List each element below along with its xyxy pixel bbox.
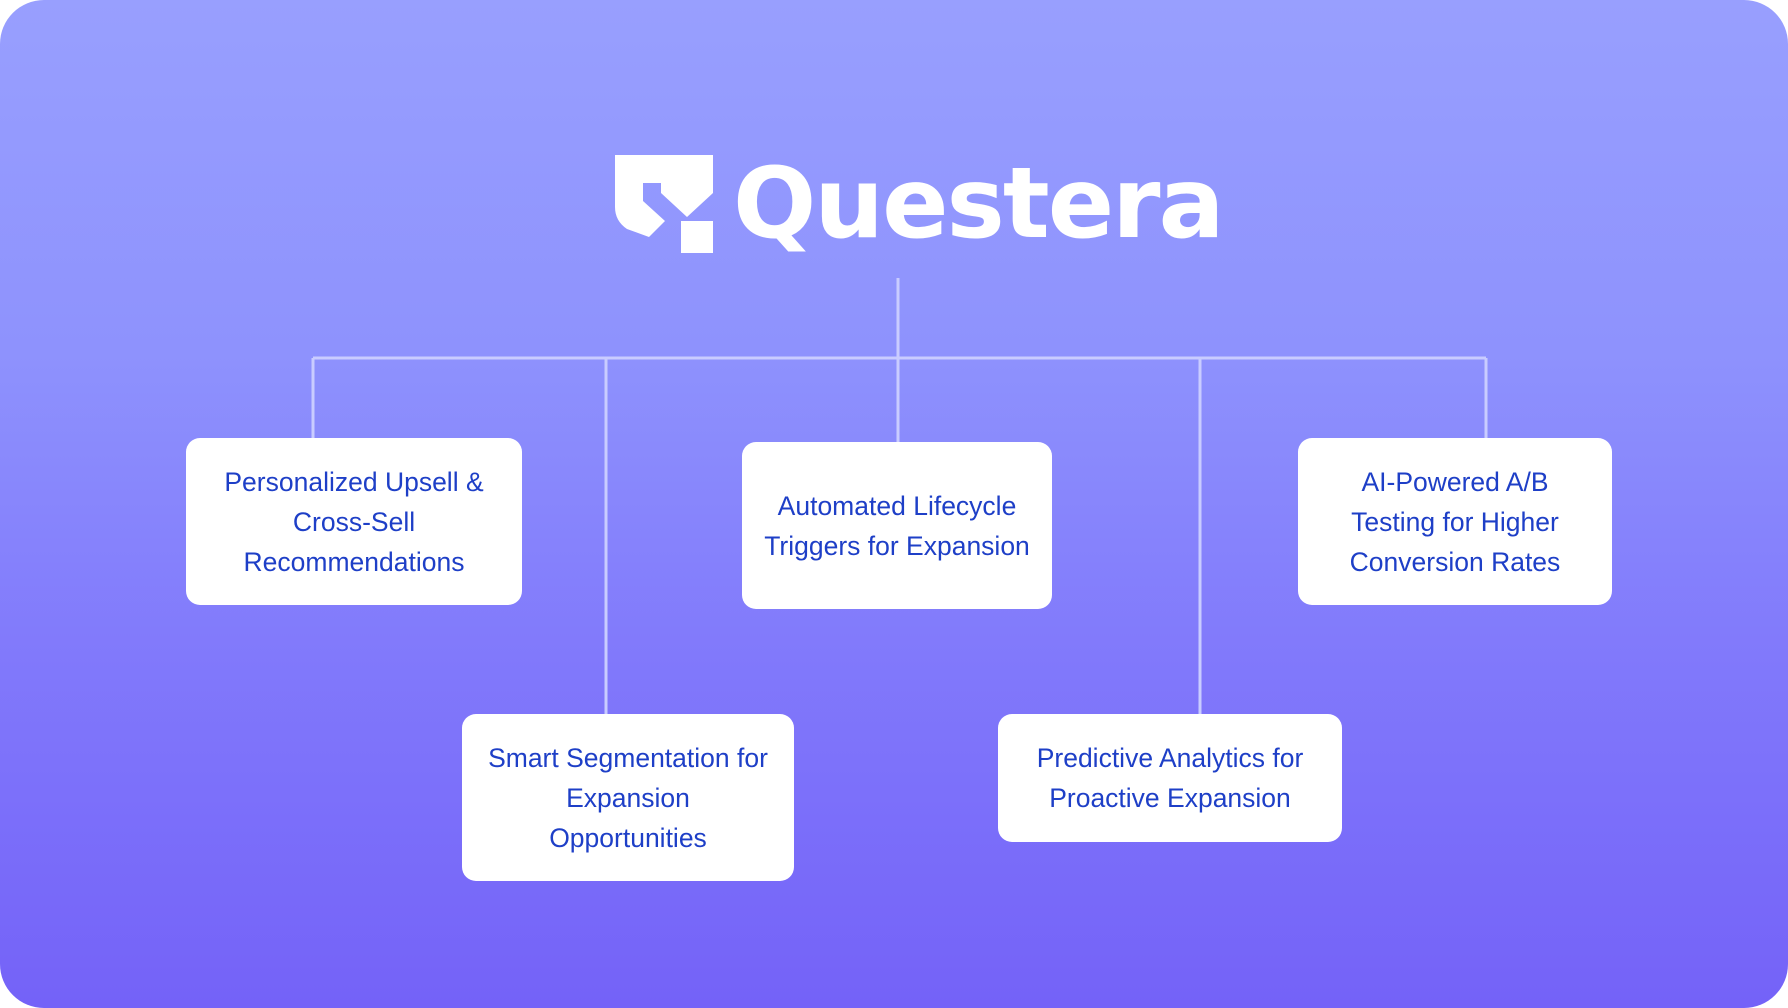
brand-name: Questera xyxy=(733,147,1225,261)
node-label: Predictive Analytics for Proactive Expan… xyxy=(1036,743,1304,813)
node-label: AI-Powered A/B Testing for Higher Conver… xyxy=(1349,466,1561,577)
node-segmentation: Smart Segmentation for Expansion Opportu… xyxy=(462,714,794,881)
node-upsell: Personalized Upsell & Cross-Sell Recomme… xyxy=(186,438,522,605)
brand-logo: Questera xyxy=(615,147,1225,261)
node-lifecycle: Automated Lifecycle Triggers for Expansi… xyxy=(742,442,1052,609)
node-label: Smart Segmentation for Expansion Opportu… xyxy=(488,742,768,853)
questera-logo-icon xyxy=(615,155,713,253)
node-predictive: Predictive Analytics for Proactive Expan… xyxy=(998,714,1342,842)
node-label: Automated Lifecycle Triggers for Expansi… xyxy=(764,490,1030,561)
node-abtesting: AI-Powered A/B Testing for Higher Conver… xyxy=(1298,438,1612,605)
node-label: Personalized Upsell & Cross-Sell Recomme… xyxy=(224,466,484,577)
